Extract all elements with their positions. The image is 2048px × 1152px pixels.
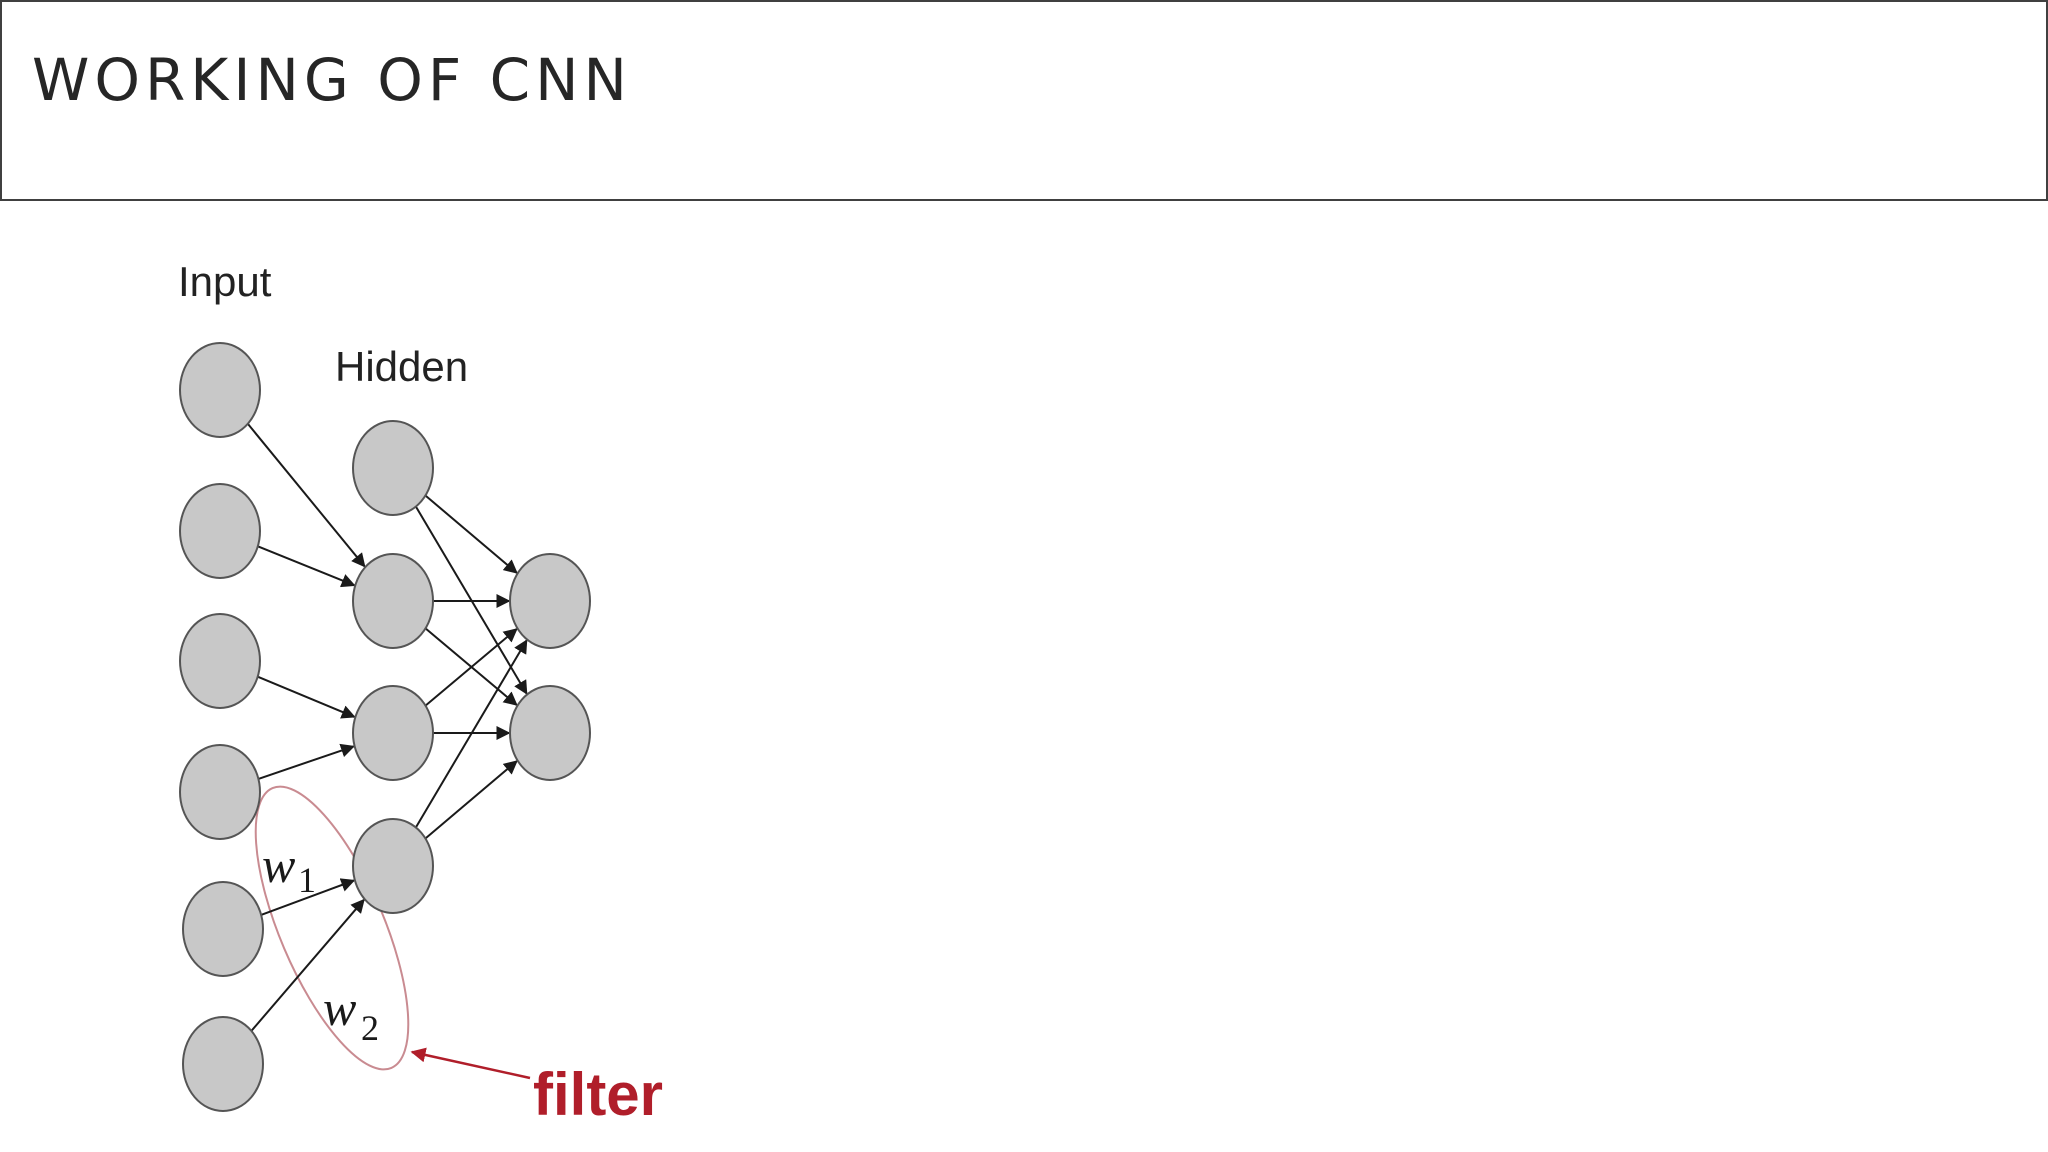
output-node-2 (509, 685, 591, 781)
edges (247, 423, 528, 1032)
input-layer-label: Input (178, 258, 272, 305)
input-node-2 (179, 483, 261, 579)
hidden-layer-label: Hidden (335, 343, 468, 390)
filter-label: filter (533, 1061, 663, 1128)
input-node-6 (182, 1016, 264, 1112)
hidden-node-1 (352, 420, 434, 516)
weight-w2-symbol: w (323, 980, 356, 1036)
edge-input-6-hidden-4 (250, 898, 365, 1032)
edge-input-2-hidden-2 (257, 545, 356, 588)
input-node-1 (179, 342, 261, 438)
nodes (179, 342, 591, 1112)
input-node-4 (179, 744, 261, 840)
output-node-1 (509, 553, 591, 649)
edge-input-4-hidden-3 (258, 743, 355, 780)
input-node-5 (182, 881, 264, 977)
hidden-node-3 (352, 685, 434, 781)
edge-input-5-hidden-4 (260, 878, 356, 916)
slide-title: WORKING OF CNN (32, 46, 632, 114)
edge-hidden-1-output-1 (424, 494, 518, 574)
edge-hidden-3-output-1 (424, 628, 518, 707)
input-node-3 (179, 613, 261, 709)
weight-w1-subscript: 1 (298, 860, 316, 900)
edge-hidden-4-output-2 (424, 760, 518, 840)
hidden-node-2 (352, 553, 434, 649)
hidden-node-4 (352, 818, 434, 914)
weight-w2-subscript: 2 (361, 1008, 379, 1048)
title-box: WORKING OF CNN (0, 0, 2048, 201)
weight-w1-symbol: w (262, 837, 295, 893)
edge-hidden-4-output-1 (415, 639, 528, 828)
edge-input-1-hidden-2 (247, 423, 366, 568)
edge-input-3-hidden-3 (257, 675, 356, 719)
filter-arrow (410, 1047, 531, 1080)
